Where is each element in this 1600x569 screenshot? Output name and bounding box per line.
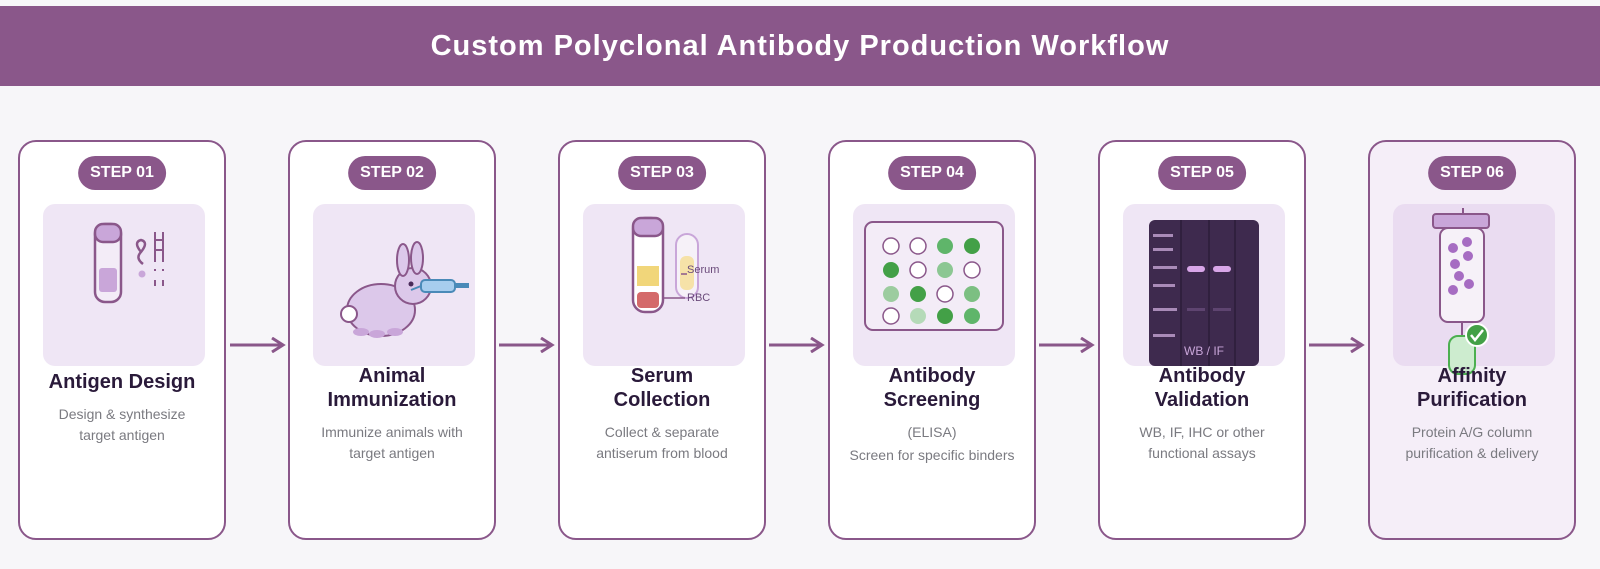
step-title-line2: Collection bbox=[613, 389, 711, 411]
arrow-right-icon bbox=[769, 337, 825, 353]
step-badge: STEP 06 bbox=[1428, 156, 1516, 190]
step-desc-line2: antiserum from blood bbox=[596, 445, 728, 461]
step-card-04: STEP 04 Antibody Screening (ELI bbox=[828, 140, 1036, 540]
step-title-line1: Antibody bbox=[1158, 365, 1246, 387]
step-desc-line2: functional assays bbox=[1148, 445, 1256, 461]
step-card-06: STEP 06 Affinity Purification Protein A/… bbox=[1368, 140, 1576, 540]
rabbit-syringe-icon bbox=[340, 241, 469, 338]
step-title-line2: Screening bbox=[883, 389, 981, 411]
serum-label: Serum bbox=[687, 264, 720, 276]
icon-panel: Serum RBC bbox=[583, 204, 745, 366]
icon-panel bbox=[853, 204, 1015, 366]
step-title-line1: Serum bbox=[630, 365, 694, 387]
arrow-right-icon bbox=[499, 337, 555, 353]
step-badge: STEP 02 bbox=[348, 156, 436, 190]
step-card-03: STEP 03 Serum RBC Serum Collection Colle… bbox=[558, 140, 766, 540]
icon-panel bbox=[43, 204, 205, 366]
step-desc-line1: Design & synthesize bbox=[58, 406, 186, 422]
icon-panel: WB / IF bbox=[1123, 204, 1285, 366]
step-desc-line1: Immunize animals with bbox=[321, 424, 463, 440]
western-blot-icon bbox=[1149, 220, 1259, 366]
step-badge: STEP 05 bbox=[1158, 156, 1246, 190]
step-title: Antigen Design bbox=[48, 371, 196, 393]
step-desc-line1: Protein A/G column bbox=[1411, 424, 1533, 440]
blood-tube-icon bbox=[631, 216, 699, 314]
step-title-line2: Immunization bbox=[327, 389, 457, 411]
title-bar: Custom Polyclonal Antibody Production Wo… bbox=[0, 6, 1600, 86]
page-title: Custom Polyclonal Antibody Production Wo… bbox=[430, 29, 1170, 62]
step-desc-line2: target antigen bbox=[79, 427, 165, 443]
step-card-01: STEP 01 Antigen Design Design & synthesi… bbox=[18, 140, 226, 540]
antigen-vial-icon bbox=[93, 222, 164, 304]
step-badge: STEP 01 bbox=[78, 156, 166, 190]
step-title-line1: Animal bbox=[358, 365, 426, 387]
icon-panel bbox=[1393, 204, 1555, 375]
step-title-line2: Validation bbox=[1154, 389, 1250, 411]
icon-panel bbox=[313, 204, 475, 366]
step-title-line1: Antibody bbox=[888, 365, 976, 387]
step-card-05: STEP 05 WB / IF Antibody Validation WB, … bbox=[1098, 140, 1306, 540]
step-badge: STEP 04 bbox=[888, 156, 976, 190]
arrow-right-icon bbox=[1309, 337, 1365, 353]
step-badge: STEP 03 bbox=[618, 156, 706, 190]
step-title-line2: Purification bbox=[1416, 389, 1527, 411]
column-check-icon bbox=[1432, 208, 1490, 375]
rbc-label: RBC bbox=[687, 292, 711, 304]
step-desc-line2: purification & delivery bbox=[1405, 445, 1539, 461]
step-desc-line1: Collect & separate bbox=[604, 424, 720, 440]
step-desc-line2: target antigen bbox=[349, 445, 435, 461]
step-title-line1: Affinity bbox=[1437, 365, 1507, 387]
elisa-plate-icon bbox=[864, 221, 1004, 331]
step-card-02: STEP 02 Animal Immunization Immunize ani… bbox=[288, 140, 496, 540]
step-desc-line1: (ELISA) bbox=[907, 424, 957, 440]
gel-label: WB / IF bbox=[1184, 344, 1224, 358]
step-desc-line2: Screen for specific binders bbox=[849, 447, 1015, 463]
arrow-right-icon bbox=[1039, 337, 1095, 353]
arrow-right-icon bbox=[230, 337, 286, 353]
step-desc-line1: WB, IF, IHC or other bbox=[1139, 424, 1265, 440]
